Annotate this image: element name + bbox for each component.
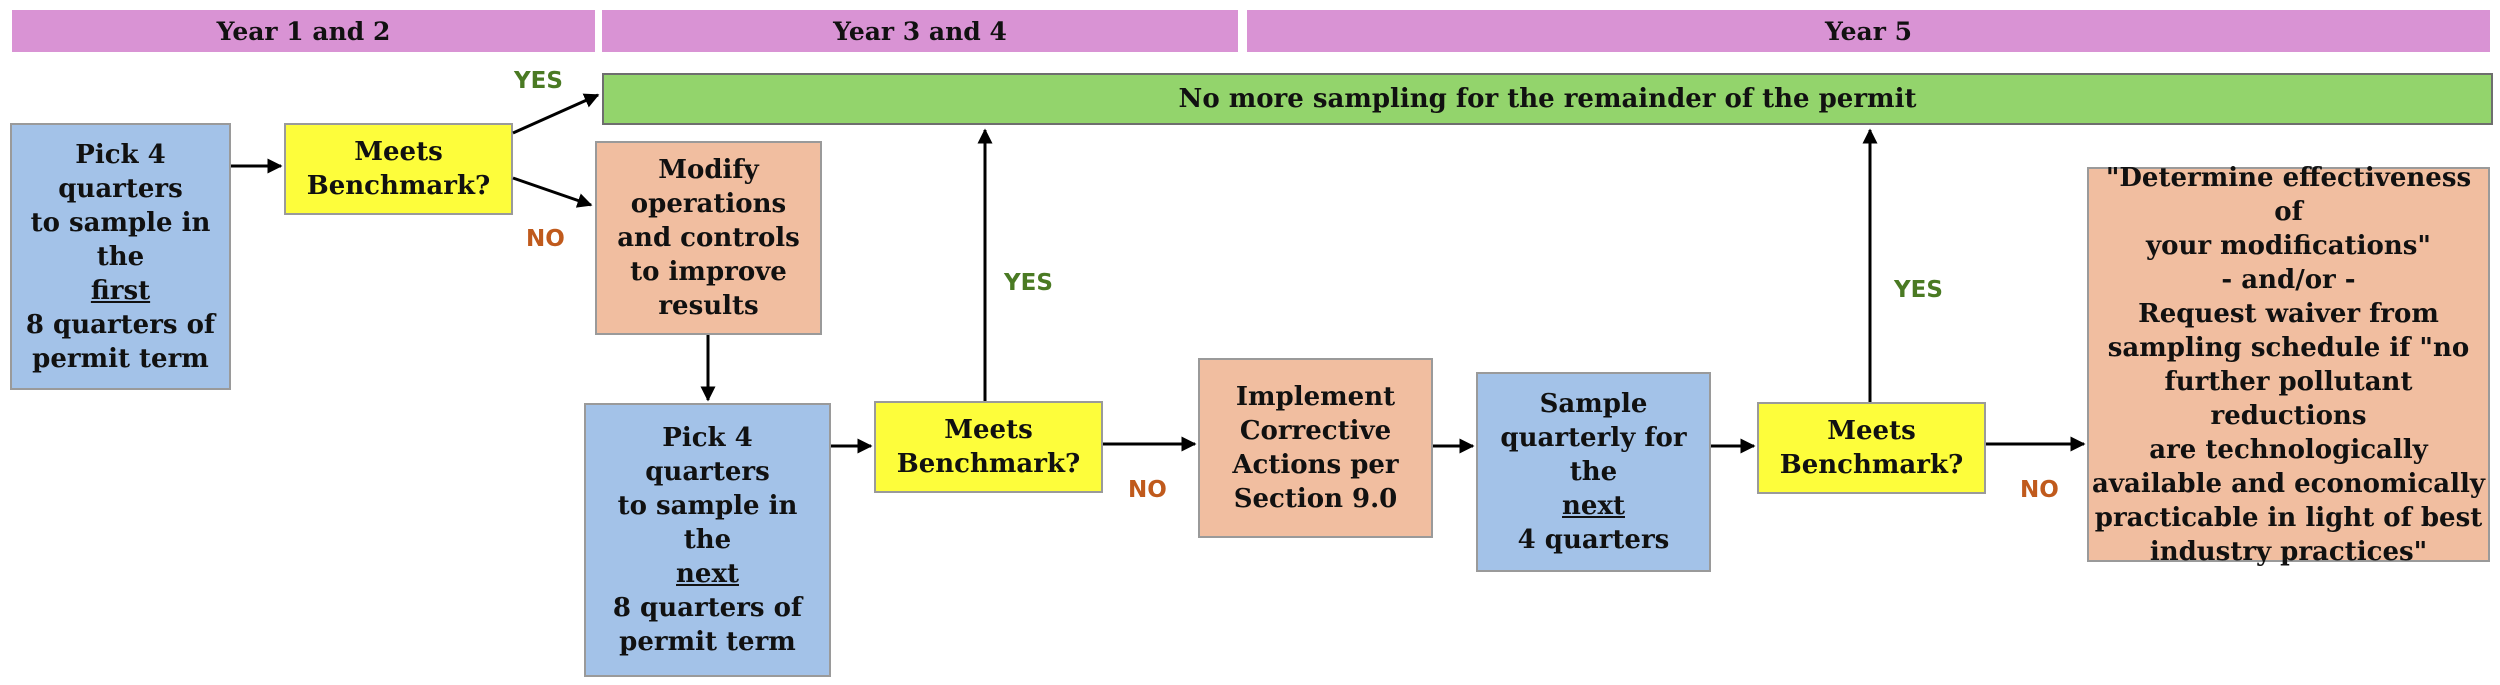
- pick-next-emphasis: next: [676, 559, 739, 589]
- determine-line: industry practices": [2149, 536, 2428, 567]
- yes-label-2: YES: [1004, 270, 1053, 296]
- pick-first-line: quarters: [58, 173, 183, 204]
- determine-line: practicable in light of best: [2094, 502, 2483, 533]
- modify-line: to improve: [630, 257, 787, 287]
- pick-first-line: permit term: [32, 343, 209, 374]
- sample-line: the: [1569, 457, 1618, 487]
- modify-line: Modify: [658, 155, 759, 185]
- pick-next-line: quarters: [645, 457, 770, 487]
- no-label-1: NO: [526, 226, 565, 252]
- yes-label-1: YES: [514, 68, 563, 94]
- meets-label: Meets: [944, 415, 1033, 445]
- modify-operations-box: Modify operations and controls to improv…: [595, 141, 822, 335]
- pick-next-line: 8 quarters of: [612, 593, 803, 623]
- meets-label: Benchmark?: [1779, 450, 1964, 480]
- pick-first-quarters-box: Pick 4 quarters to sample in the first 8…: [10, 123, 231, 390]
- header-year-5: Year 5: [1247, 10, 2490, 52]
- determine-line: available and economically: [2092, 468, 2485, 499]
- pick-next-line: permit term: [619, 627, 796, 657]
- meets-label: Benchmark?: [306, 171, 491, 201]
- determine-line: Request waiver from: [2138, 298, 2439, 329]
- meets-label: Meets: [1827, 416, 1916, 446]
- meets-benchmark-decision-2: Meets Benchmark?: [874, 401, 1103, 493]
- meets-benchmark-decision-3: Meets Benchmark?: [1757, 402, 1986, 494]
- pick-first-line: the: [96, 241, 145, 272]
- sample-line: quarterly for: [1500, 423, 1687, 453]
- header-year-3-4: Year 3 and 4: [602, 10, 1238, 52]
- meets-benchmark-decision-1: Meets Benchmark?: [284, 123, 513, 215]
- determine-line: sampling schedule if "no: [2107, 332, 2470, 363]
- meets-label: Benchmark?: [896, 449, 1081, 479]
- modify-line: and controls: [617, 223, 800, 253]
- determine-line: are technologically: [2149, 434, 2428, 465]
- implement-corrective-actions-box: Implement Corrective Actions per Section…: [1198, 358, 1433, 538]
- sample-emphasis: next: [1562, 491, 1625, 521]
- implement-line: Corrective: [1239, 416, 1392, 446]
- determine-effectiveness-box: "Determine effectiveness of your modific…: [2087, 163, 2490, 567]
- pick-next-quarters-box: Pick 4 quarters to sample in the next 8 …: [584, 403, 831, 677]
- no-more-sampling-banner: No more sampling for the remainder of th…: [602, 73, 2493, 125]
- pick-next-line: the: [683, 525, 732, 555]
- pick-first-line: 8 quarters of: [25, 309, 216, 340]
- header-year-1-2: Year 1 and 2: [12, 10, 595, 52]
- determine-line: further pollutant reductions: [2164, 366, 2413, 431]
- sample-quarterly-box: Sample quarterly for the next 4 quarters: [1476, 372, 1711, 572]
- pick-next-line: to sample in: [617, 491, 798, 521]
- implement-line: Section 9.0: [1233, 484, 1398, 514]
- pick-first-emphasis: first: [90, 275, 151, 306]
- determine-line: your modifications": [2146, 230, 2431, 261]
- implement-line: Implement: [1235, 382, 1396, 412]
- sample-line: 4 quarters: [1517, 525, 1670, 555]
- pick-first-line: to sample in: [30, 207, 211, 238]
- pick-next-line: Pick 4: [662, 423, 753, 453]
- arrow-meets-1-no: [512, 176, 593, 208]
- arrow-meets-1-yes: [512, 93, 600, 135]
- determine-line: "Determine effectiveness of: [2105, 162, 2472, 227]
- modify-line: operations: [630, 189, 787, 219]
- meets-label: Meets: [354, 137, 443, 167]
- determine-line: - and/or -: [2221, 264, 2356, 295]
- pick-first-line: Pick 4: [75, 139, 166, 170]
- implement-line: Actions per: [1232, 450, 1399, 480]
- no-label-3: NO: [2020, 477, 2059, 503]
- modify-line: results: [658, 291, 759, 321]
- sample-line: Sample: [1539, 389, 1648, 419]
- no-label-2: NO: [1128, 477, 1167, 503]
- yes-label-3: YES: [1894, 277, 1943, 303]
